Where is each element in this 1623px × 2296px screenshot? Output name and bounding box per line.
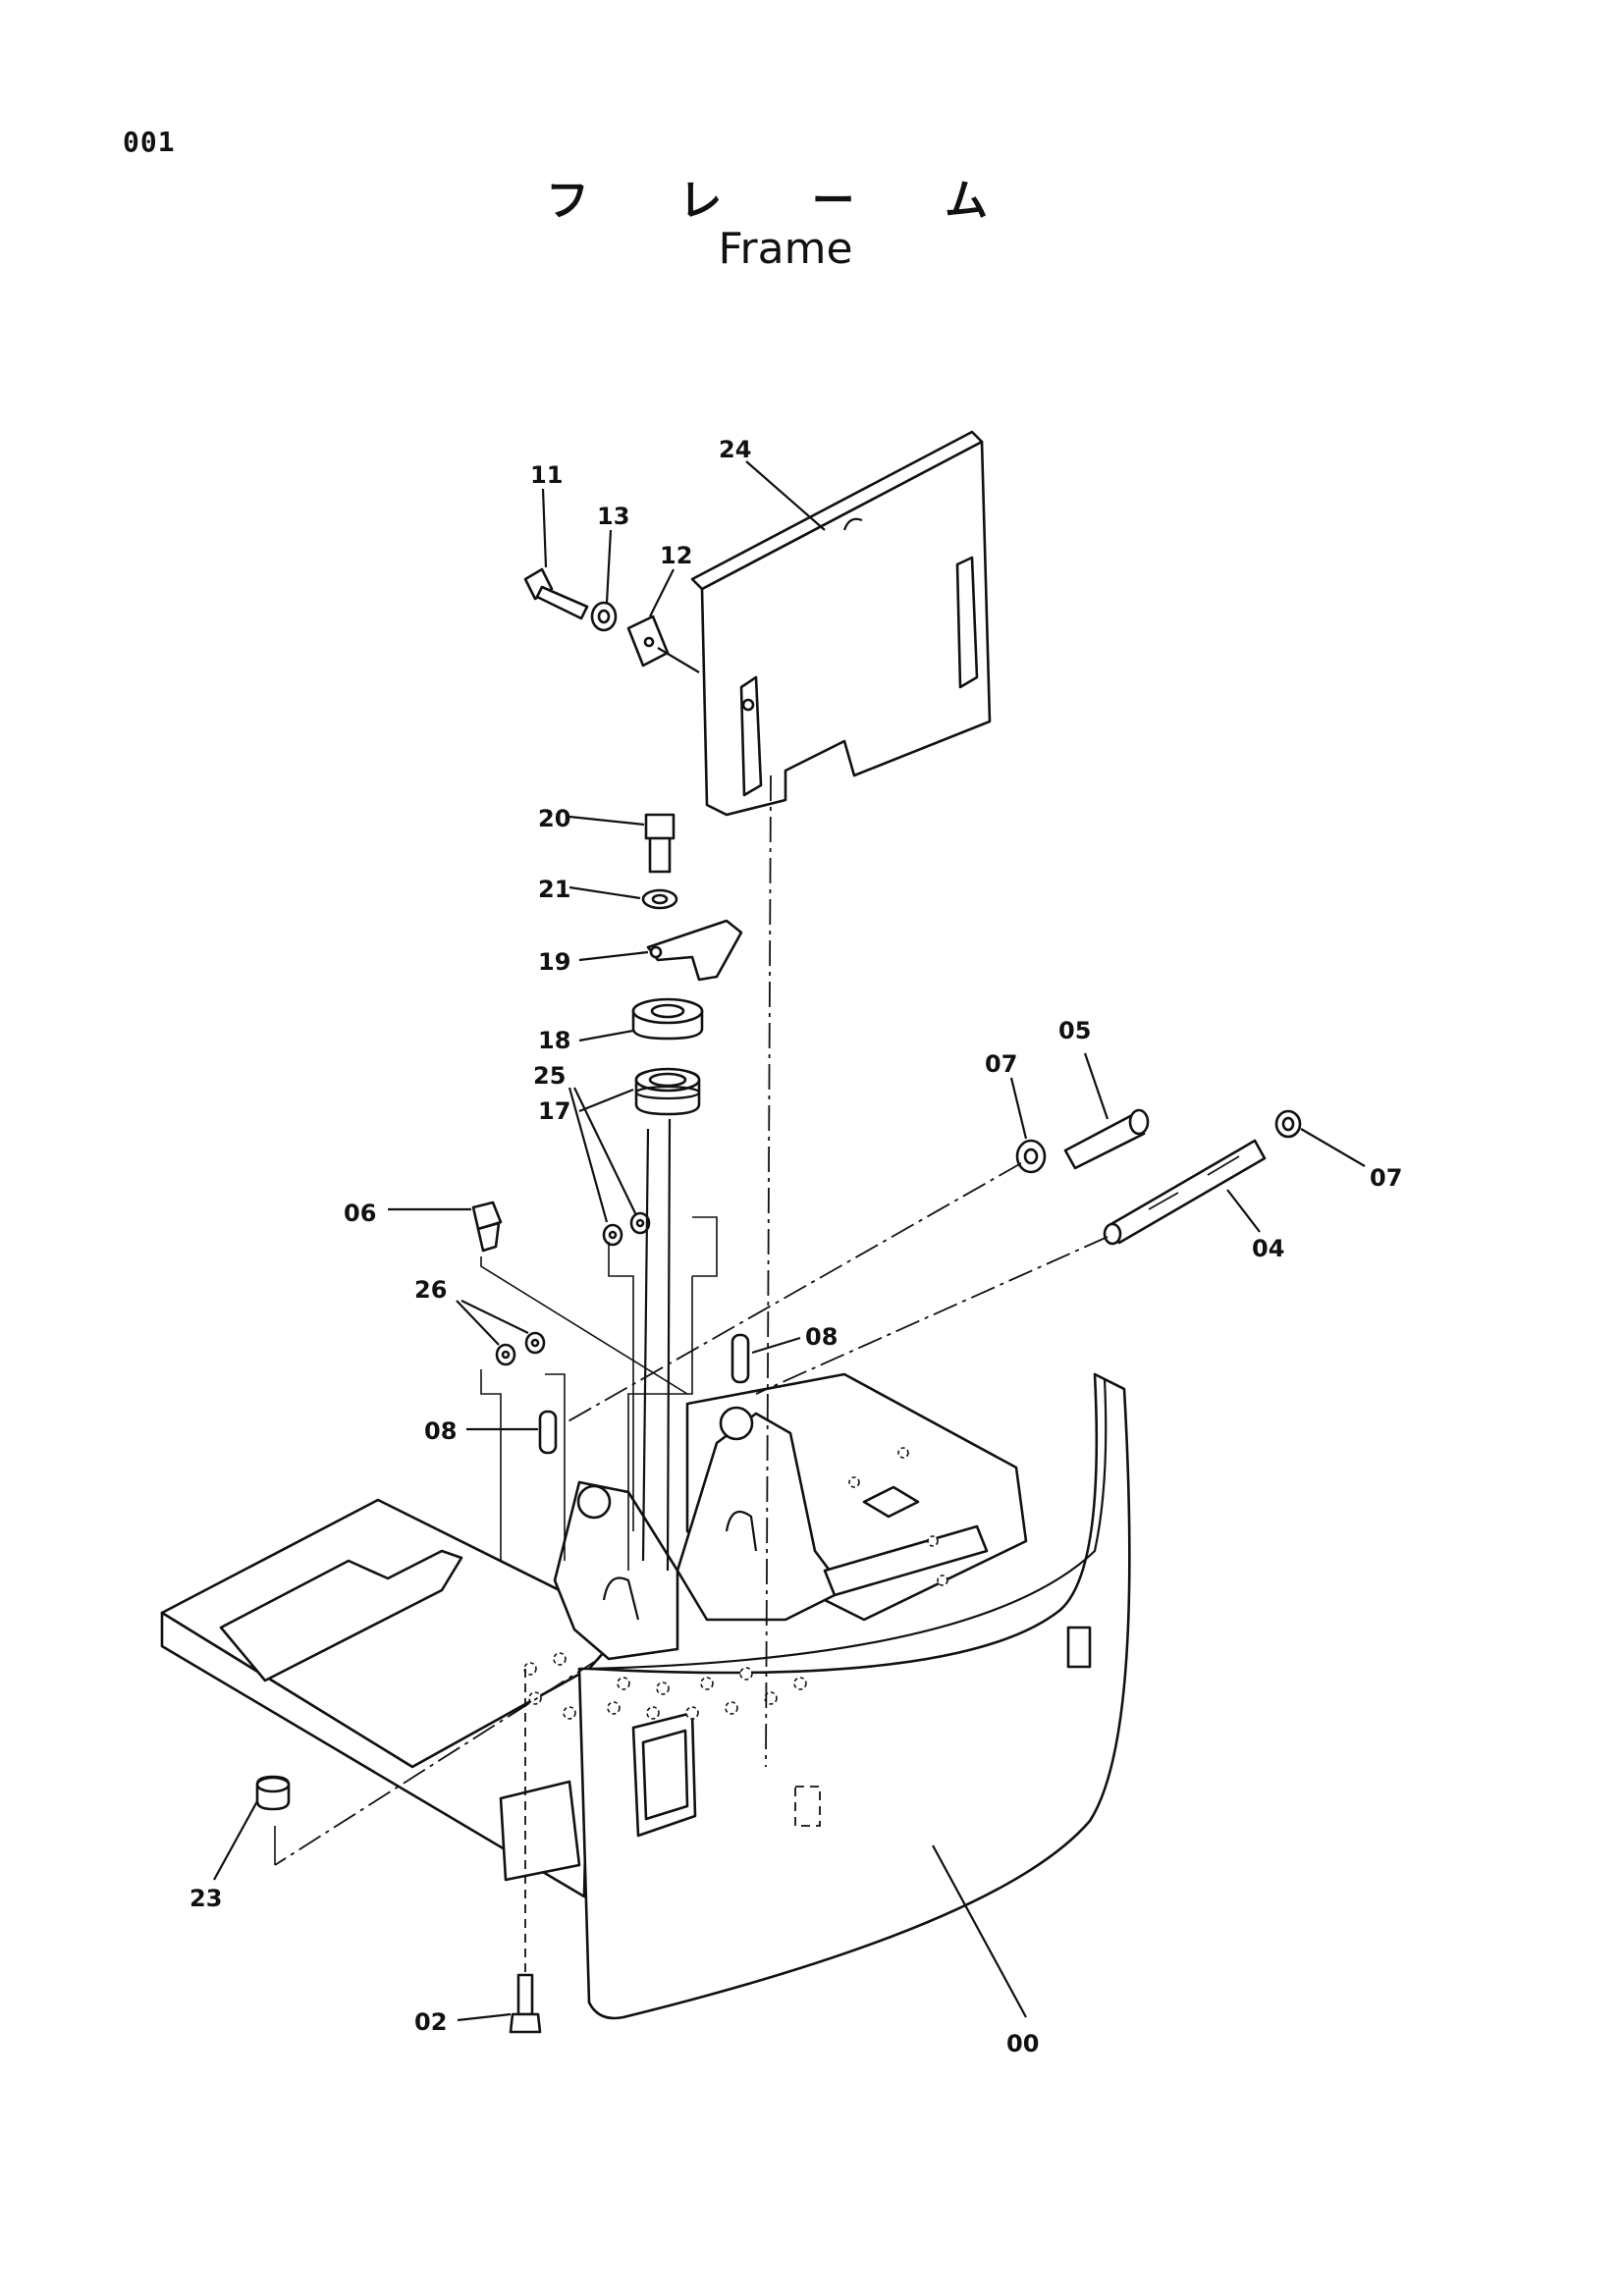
callout-04: 04 xyxy=(1252,1235,1284,1262)
callout-19: 19 xyxy=(538,948,570,976)
frame-shell-rim xyxy=(588,1378,1108,1671)
counterweight-body xyxy=(700,440,992,817)
rubber-ring-18 xyxy=(631,997,704,1041)
callout-23: 23 xyxy=(189,1885,222,1912)
frame-boom-bracket-left xyxy=(553,1480,679,1661)
title-japanese: フ レ ー ム xyxy=(546,176,1025,226)
bolt-02 xyxy=(509,1973,542,2034)
counterweight-top xyxy=(690,430,984,591)
callout-07-right: 07 xyxy=(1370,1164,1402,1192)
callout-11: 11 xyxy=(530,461,563,489)
frame-deck-cutout xyxy=(219,1549,463,1682)
washers-26 xyxy=(495,1331,546,1366)
pin-05 xyxy=(1063,1108,1150,1170)
leader-lines xyxy=(213,460,1366,2022)
counterweight-lift-eye xyxy=(842,517,863,531)
callout-07-left: 07 xyxy=(985,1050,1017,1078)
nut-07-right xyxy=(1274,1109,1302,1139)
bushing-07-left xyxy=(1015,1139,1047,1174)
plug-23 xyxy=(255,1775,291,1811)
frame-right-rail xyxy=(823,1524,989,1597)
pin-04 xyxy=(1103,1139,1267,1246)
callout-labels: 11 13 12 24 20 21 19 18 17 25 06 26 08 0… xyxy=(189,436,1402,2057)
pin-08-lower xyxy=(538,1410,558,1455)
washer-13 xyxy=(590,601,618,632)
callout-06: 06 xyxy=(344,1200,376,1227)
frame-rear-slot xyxy=(862,1485,920,1519)
frame-lower-box xyxy=(499,1780,581,1882)
pin-08-upper xyxy=(730,1333,750,1384)
frame-assembly xyxy=(160,1372,1131,2020)
title-english: Frame xyxy=(718,224,853,274)
callout-13: 13 xyxy=(597,503,629,530)
frame-holes xyxy=(523,1447,948,1720)
frame-bracket-hook-2 xyxy=(725,1510,758,1552)
callout-21: 21 xyxy=(538,876,570,903)
grommet-17 xyxy=(634,1067,701,1116)
counterweight-24 xyxy=(690,430,992,817)
counterweight-bolt-hole xyxy=(741,698,755,712)
frame-pin-boss-right xyxy=(719,1406,754,1441)
callout-08-right: 08 xyxy=(805,1323,838,1351)
bracket-19-hole xyxy=(649,945,663,959)
frame-hidden-block xyxy=(794,1786,821,1827)
callout-20: 20 xyxy=(538,805,570,832)
counterweight-slot-left xyxy=(739,675,763,797)
assembly-lines xyxy=(274,774,1109,1973)
frame-shell-window-inner xyxy=(641,1729,689,1821)
plug-06 xyxy=(471,1201,503,1253)
frame-pin-boss-left xyxy=(576,1484,612,1520)
callout-02: 02 xyxy=(414,2008,447,2036)
washers-25 xyxy=(602,1211,651,1247)
page-number: 001 xyxy=(123,126,176,158)
frame-shell-tab xyxy=(1066,1626,1092,1669)
plate-12-hole xyxy=(643,636,655,648)
callout-08-left: 08 xyxy=(424,1417,457,1445)
frame-bracket-hook xyxy=(602,1576,640,1621)
frame-counterweight-shell xyxy=(577,1372,1131,2020)
washer-21 xyxy=(641,888,678,910)
callout-18: 18 xyxy=(538,1027,570,1054)
callout-12: 12 xyxy=(660,542,692,569)
bracket-plate-19 xyxy=(646,919,743,982)
bolt-20 xyxy=(644,813,676,874)
callout-00: 00 xyxy=(1006,2030,1039,2057)
callout-17: 17 xyxy=(538,1097,570,1125)
bolt-11 xyxy=(523,567,589,620)
callout-26: 26 xyxy=(414,1276,447,1304)
counterweight-slot-right xyxy=(955,556,979,689)
callout-05: 05 xyxy=(1058,1017,1091,1044)
callout-25: 25 xyxy=(533,1062,566,1090)
callout-24: 24 xyxy=(719,436,751,463)
